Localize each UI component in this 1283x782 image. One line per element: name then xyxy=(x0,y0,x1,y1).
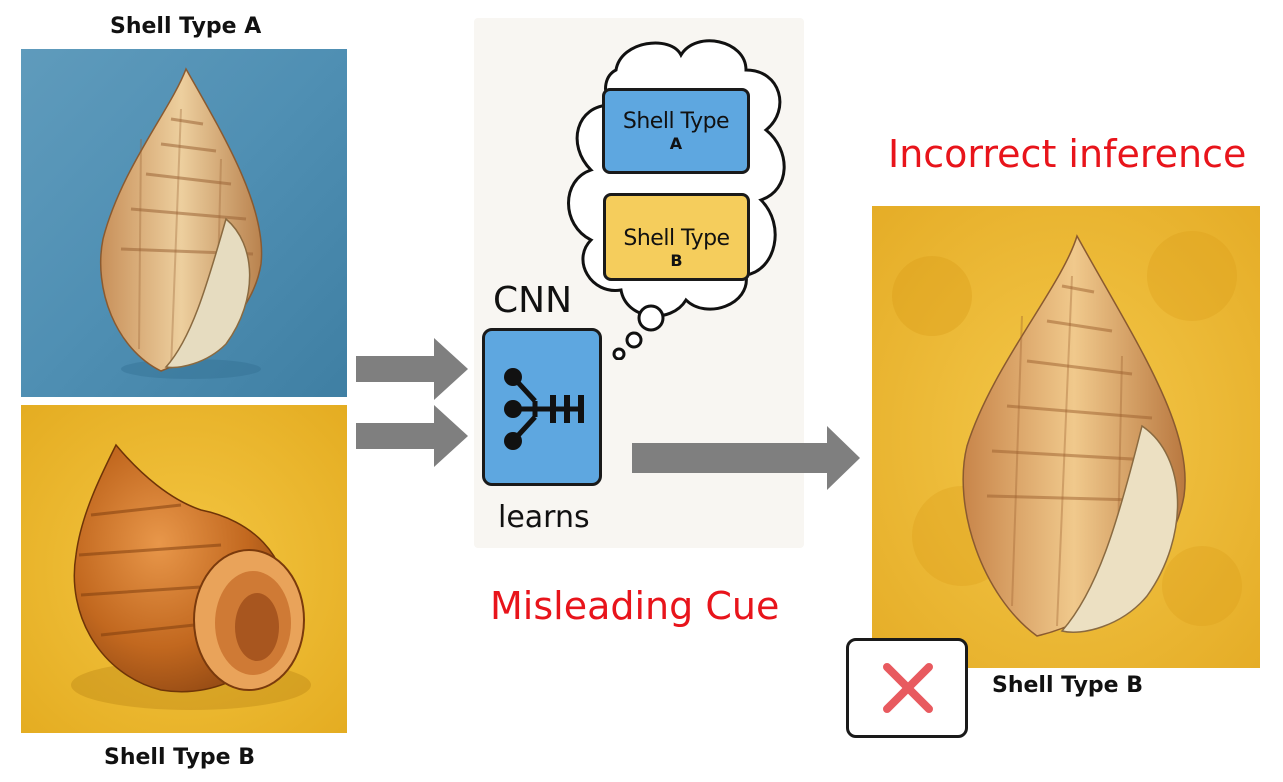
input-arrow-top xyxy=(356,338,468,400)
label-shell-type-a: Shell Type A xyxy=(110,14,262,39)
thought-box-shell-b: Shell Type B xyxy=(603,193,750,281)
output-arrow xyxy=(632,426,860,490)
thought-box-a-line1: Shell Type xyxy=(622,109,730,134)
close-icon xyxy=(881,661,935,720)
label-shell-type-b-result: Shell Type B xyxy=(992,673,1144,698)
thought-box-b-line2: B xyxy=(670,251,683,270)
network-graph-icon xyxy=(495,361,591,462)
incorrect-inference-label: Incorrect inference xyxy=(888,132,1247,176)
misleading-cue-label: Misleading Cue xyxy=(490,584,780,628)
thought-box-a-line2: A xyxy=(669,134,683,153)
learns-label: learns xyxy=(498,500,590,535)
shell-image-b-right xyxy=(872,206,1260,668)
incorrect-mark-box xyxy=(846,638,968,738)
cnn-label: CNN xyxy=(493,280,572,321)
input-arrow-bottom xyxy=(356,405,468,467)
label-shell-type-b-bottom: Shell Type B xyxy=(104,745,256,770)
thought-box-shell-a: Shell Type A xyxy=(602,88,750,174)
cnn-box xyxy=(482,328,602,486)
thought-box-b-line1: Shell Type xyxy=(623,226,730,251)
shell-image-b-left xyxy=(21,405,347,733)
shell-image-a xyxy=(21,49,347,397)
